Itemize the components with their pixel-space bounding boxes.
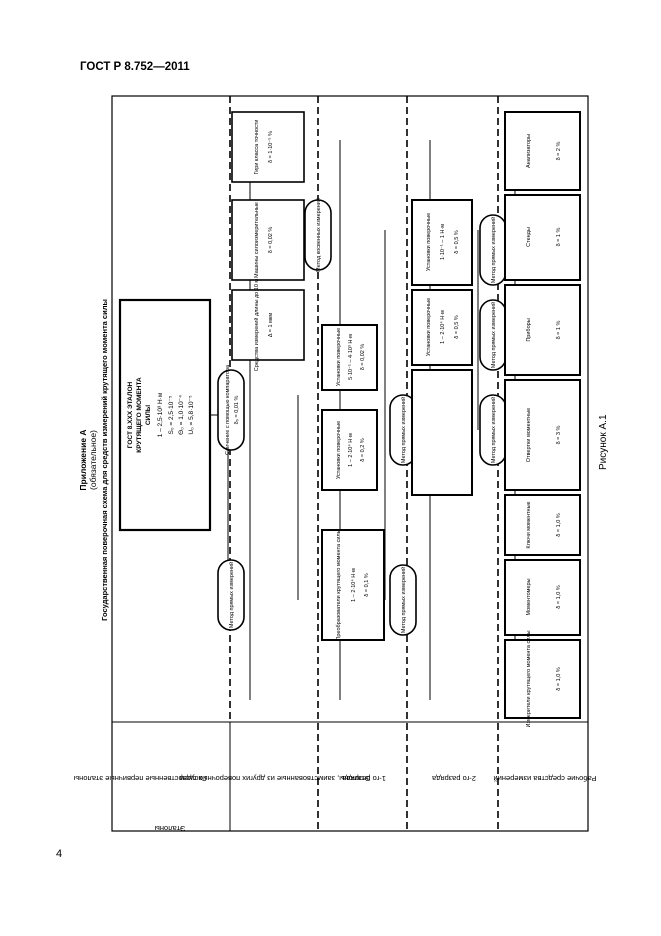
direct-method-first-2	[389, 564, 417, 636]
direct-method-label-3: Метод прямых измерений	[400, 567, 407, 633]
other-weights-text: Гири класса точности	[254, 120, 260, 175]
second-box-1-text: Установки поверочные	[426, 213, 432, 271]
other-length-value: Δ = 1 мкм	[268, 313, 274, 337]
primary-standard-line2: КРУТЯЩЕГО МОМЕНТА	[136, 377, 143, 453]
working-4-value: δ = 3 %	[556, 425, 562, 444]
other-box-weights	[231, 111, 305, 183]
comparator-method	[217, 369, 245, 451]
second-box-1-value: δ = 0,5 %	[454, 230, 460, 254]
working-5-value: δ = 1,0 %	[556, 513, 562, 537]
scheme-title: Государственная поверочная схема для сре…	[100, 299, 109, 621]
second-box-3	[411, 369, 473, 496]
working-7-text: Измерители крутящего момента силы	[526, 630, 532, 727]
first-box-2-text: Установки поверочные	[336, 421, 342, 479]
primary-standard-line3: СИЛЫ	[145, 405, 152, 425]
appendix-status: (обязательное)	[88, 430, 98, 490]
other-box-machines	[231, 199, 305, 281]
first-box-2	[321, 409, 378, 491]
working-3-value: δ = 1 %	[556, 320, 562, 339]
working-6-value: δ = 1,0 %	[556, 585, 562, 609]
comparator-method-label: Сличение с помощью компаратора	[225, 364, 231, 455]
working-7-value: δ = 1,0 %	[556, 667, 562, 691]
direct-method-label-2: Метод прямых измерений	[400, 397, 407, 463]
working-box-5	[504, 494, 581, 556]
working-2-text: Стенды	[526, 227, 532, 247]
second-box-2-text: Установки поверочные	[426, 298, 432, 356]
indirect-method	[304, 199, 332, 271]
second-box-2	[411, 289, 473, 366]
direct-method-label-5: Метод прямых измерений	[490, 302, 497, 368]
document-header: ГОСТ Р 8.752—2011	[80, 61, 190, 73]
working-4-text: Отвертки моментные	[526, 408, 532, 462]
working-box-2	[504, 194, 581, 281]
working-3-text: Приборы	[526, 318, 532, 341]
primary-standard-line1: ГОСТ 8.XXX ЭТАЛОН	[127, 381, 134, 448]
first-box-3	[321, 529, 385, 641]
working-box-6	[504, 559, 581, 636]
working-2-value: δ = 1 %	[556, 227, 562, 246]
other-machines-value: δ = 0,02 %	[268, 227, 274, 254]
first-box-3-value: δ = 0,1 %	[364, 573, 370, 597]
direct-method-label-6: Метод прямых измерений	[490, 397, 497, 463]
first-box-1-value: δ = 0,02 %	[360, 344, 366, 371]
first-box-2-value: δ = 0,2 %	[360, 438, 366, 462]
other-length-text: Средства измерений длины до 10 м	[253, 279, 260, 372]
working-box-1	[504, 111, 581, 191]
row-group-label: Эталоны	[154, 824, 185, 833]
second-box-2-value: δ = 0,5 %	[454, 315, 460, 339]
second-box-1	[411, 199, 473, 286]
appendix-title: Приложение А	[78, 429, 88, 490]
first-box-2-range: 1 – 2·10⁴ Н·м	[347, 433, 354, 467]
indirect-method-label: Метод косвенных измерений	[315, 198, 322, 272]
comparator-method-value: δ₀ = 0,01 %	[234, 396, 240, 425]
page-number: 4	[56, 848, 63, 860]
working-1-text: Анализаторы	[526, 134, 532, 168]
direct-method-label-1: Метод прямых измерений	[228, 562, 235, 628]
working-box-7	[504, 639, 581, 719]
primary-standard-u: U₀ = 5,8·10⁻⁵	[188, 395, 195, 435]
working-5-text: Ключи моментные	[526, 501, 532, 548]
working-1-value: δ = 2 %	[556, 141, 562, 160]
first-box-1-range: 5·10⁻¹ – 4·10³ Н·м	[348, 334, 354, 380]
primary-standard-s: S₀ = 2,5·10⁻⁵	[168, 395, 175, 434]
row-label-second: 2-го разряда	[431, 774, 476, 783]
second-box-1-range: 1·10⁻¹ – 1 Н·м	[440, 224, 446, 260]
direct-method-primary	[217, 559, 245, 631]
other-machines-text: Машины силоизмерительные	[254, 202, 260, 278]
row-label-other: Эталоны, заимствованные из других поверо…	[180, 774, 371, 783]
primary-standard-range: 1 – 2,5·10³ Н·м	[157, 392, 164, 437]
primary-standard-theta: Θ₀ = 1,0·10⁻⁴	[178, 395, 185, 435]
row-label-primary: Государственные первичные эталоны	[74, 774, 207, 783]
first-box-1	[321, 324, 378, 391]
other-box-length	[231, 289, 305, 361]
row-label-first: 1-го разряда	[341, 774, 386, 783]
first-box-1-text: Установки поверочные	[336, 328, 342, 386]
first-box-3-range: 1 – 2·10⁴ Н·м	[350, 568, 357, 602]
other-weights-value: δ = 1·10⁻⁵ %	[267, 131, 274, 163]
direct-method-label-4: Метод прямых измерений	[490, 217, 497, 283]
primary-standard-box	[118, 298, 212, 532]
working-box-4	[504, 379, 581, 491]
row-label-working: Рабочие средства измерений	[493, 774, 596, 783]
working-6-text: Моментомеры	[526, 578, 532, 615]
figure-frame	[111, 95, 589, 832]
working-box-3	[504, 284, 581, 376]
first-box-3-text: Преобразователи крутящего момента силы	[336, 529, 342, 640]
second-box-2-range: 1 – 2·10⁴ Н·м	[439, 310, 446, 344]
